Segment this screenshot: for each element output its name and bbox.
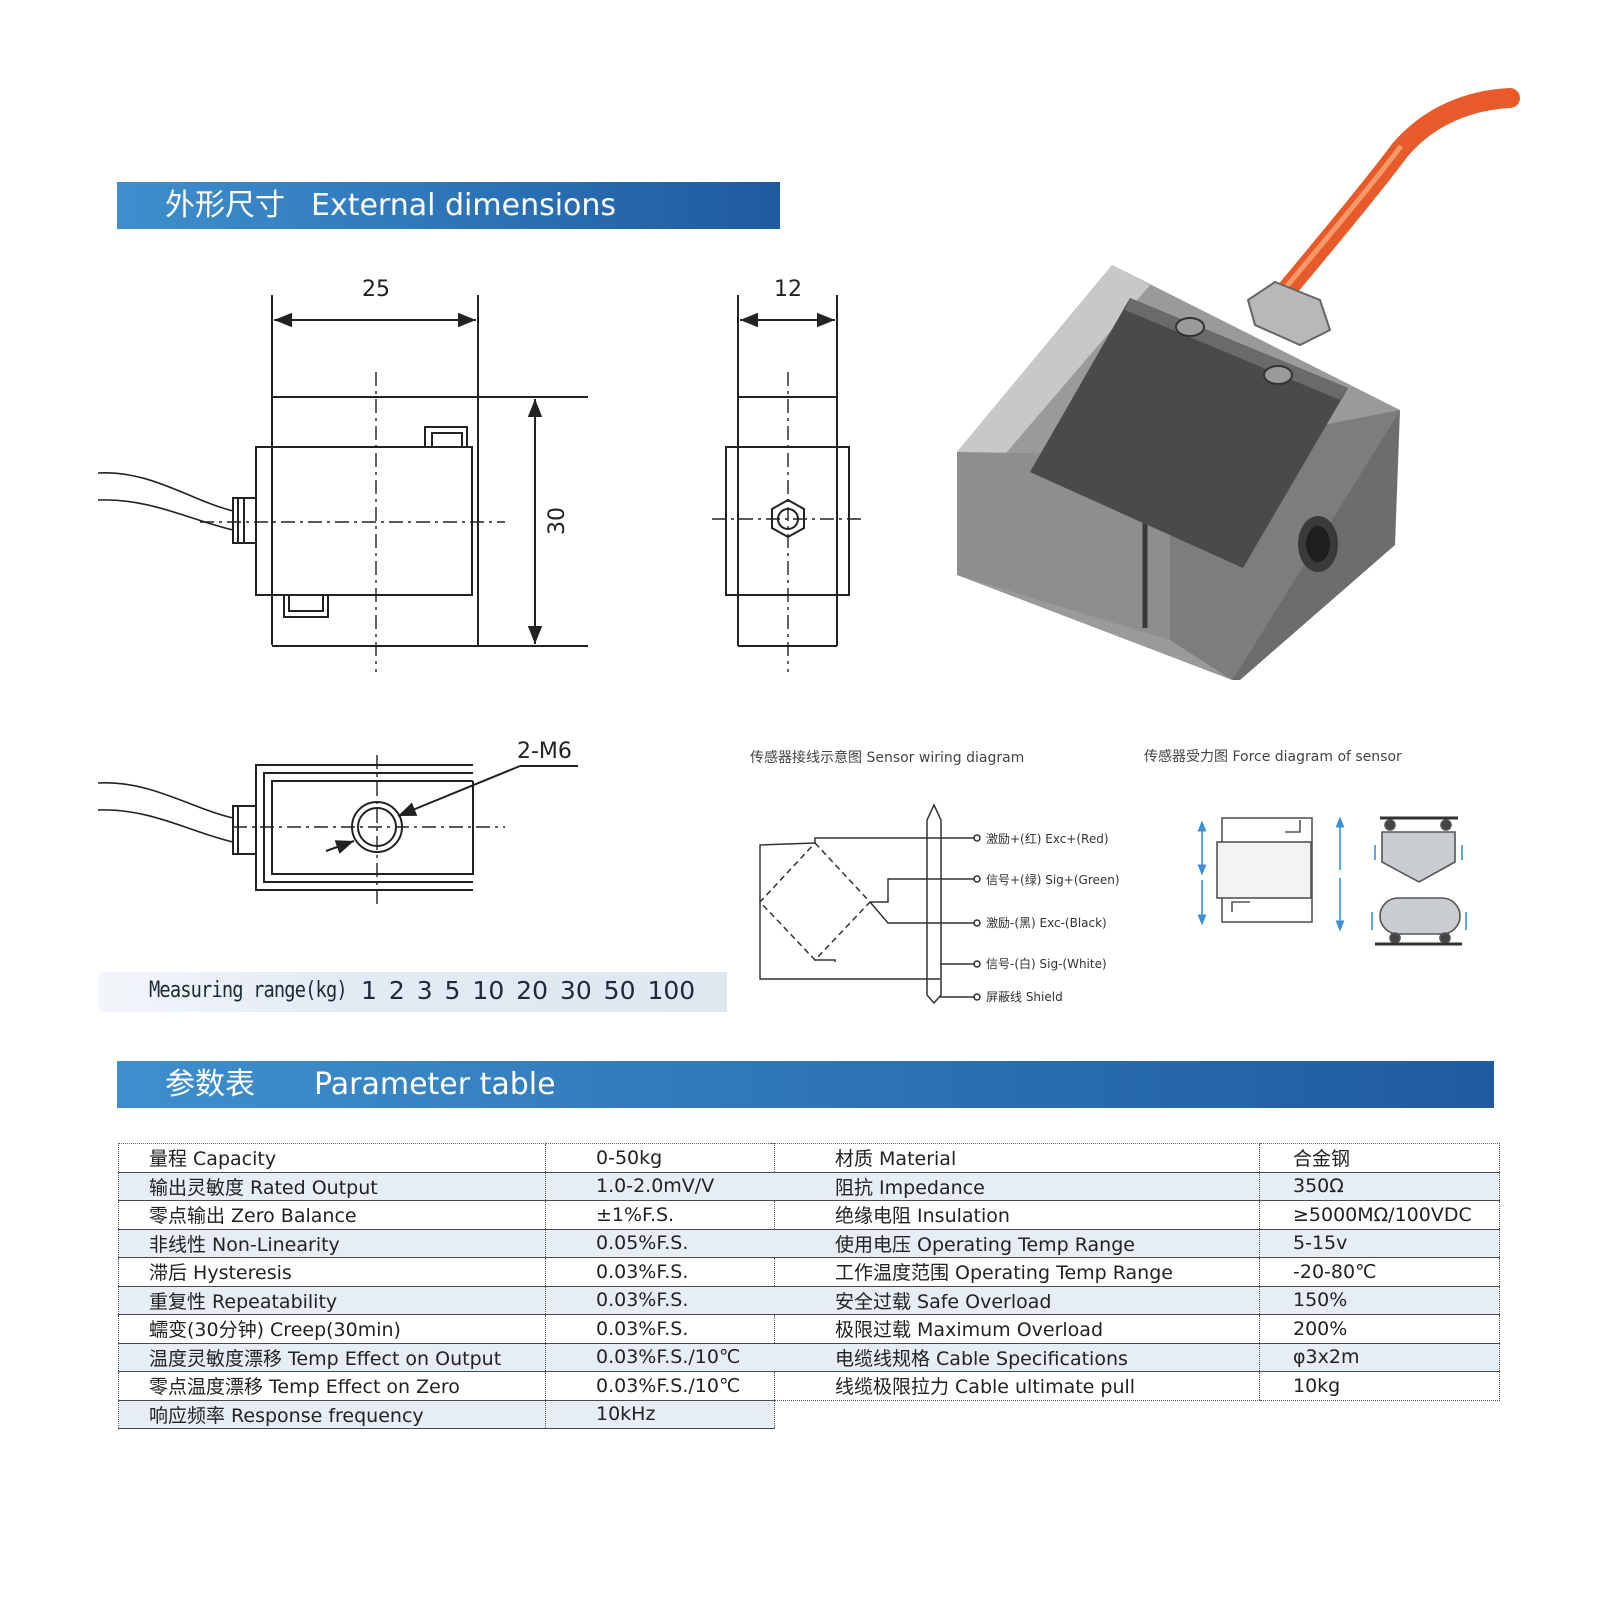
param-value: 5-15v bbox=[1259, 1229, 1500, 1258]
wire-label: 激励+(红) Exc+(Red) bbox=[986, 831, 1109, 846]
measuring-range-strip: Measuring range(kg) 1 2 3 5 10 20 30 50 … bbox=[99, 972, 727, 1012]
force-diagram bbox=[1197, 816, 1467, 946]
width-dimension-label: 25 bbox=[362, 277, 390, 302]
param-name: 极限过载 Maximum Overload bbox=[770, 1314, 1260, 1344]
param-value: 0.03%F.S./10℃ bbox=[545, 1343, 775, 1372]
param-name: 零点温度漂移 Temp Effect on Zero bbox=[118, 1371, 546, 1401]
measuring-range-values: 1 2 3 5 10 20 30 50 100 bbox=[361, 976, 696, 1005]
section-title-cn: 参数表 bbox=[165, 1067, 255, 1102]
table-row: 蠕变(30分钟) Creep(30min)0.03%F.S. bbox=[118, 1314, 775, 1344]
thread-label: 2-M6 bbox=[517, 739, 572, 764]
param-value: 350Ω bbox=[1259, 1172, 1500, 1201]
table-row: 绝缘电阻 Insulation≥5000MΩ/100VDC bbox=[770, 1200, 1500, 1230]
param-name: 零点输出 Zero Balance bbox=[118, 1200, 546, 1230]
wire-label: 信号-(白) Sig-(White) bbox=[986, 956, 1107, 971]
param-name: 量程 Capacity bbox=[118, 1143, 546, 1173]
param-value: φ3x2m bbox=[1259, 1343, 1500, 1372]
wiring-diagram bbox=[758, 803, 981, 1005]
param-name: 工作温度范围 Operating Temp Range bbox=[770, 1257, 1260, 1287]
height-dimension-label: 30 bbox=[545, 507, 570, 535]
param-value: -20-80℃ bbox=[1259, 1257, 1500, 1287]
top-view bbox=[97, 755, 578, 905]
param-value: 150% bbox=[1259, 1286, 1500, 1315]
param-name: 蠕变(30分钟) Creep(30min) bbox=[118, 1314, 546, 1344]
param-name: 非线性 Non-Linearity bbox=[118, 1229, 546, 1258]
param-name: 线缆极限拉力 Cable ultimate pull bbox=[770, 1371, 1260, 1401]
param-name: 安全过载 Safe Overload bbox=[770, 1286, 1260, 1315]
param-value: 200% bbox=[1259, 1314, 1500, 1344]
param-name: 电缆线规格 Cable Specifications bbox=[770, 1343, 1260, 1372]
wiring-diagram-caption: 传感器接线示意图 Sensor wiring diagram bbox=[750, 750, 1025, 766]
param-value: 0-50kg bbox=[545, 1143, 775, 1173]
param-name: 绝缘电阻 Insulation bbox=[770, 1200, 1260, 1230]
param-value: 合金钢 bbox=[1259, 1143, 1500, 1173]
param-name: 使用电压 Operating Temp Range bbox=[770, 1229, 1260, 1258]
section-title-en: Parameter table bbox=[314, 1067, 556, 1102]
param-name: 材质 Material bbox=[770, 1143, 1260, 1173]
force-diagram-caption: 传感器受力图 Force diagram of sensor bbox=[1144, 749, 1402, 765]
param-value: 0.03%F.S./10℃ bbox=[545, 1371, 775, 1401]
param-value: 0.03%F.S. bbox=[545, 1286, 775, 1315]
section-title-en: External dimensions bbox=[311, 188, 617, 223]
param-value: 0.05%F.S. bbox=[545, 1229, 775, 1258]
wire-label: 屏蔽线 Shield bbox=[986, 990, 1063, 1004]
param-value: ±1%F.S. bbox=[545, 1200, 775, 1230]
wire-label: 激励-(黑) Exc-(Black) bbox=[986, 916, 1107, 930]
param-name: 温度灵敏度漂移 Temp Effect on Output bbox=[118, 1343, 546, 1372]
param-name: 响应频率 Response frequency bbox=[118, 1400, 546, 1429]
wire-labels: 激励+(红) Exc+(Red) 信号+(绿) Sig+(Green) 激励-(… bbox=[986, 831, 1120, 1004]
param-value: 0.03%F.S. bbox=[545, 1314, 775, 1344]
param-name: 滞后 Hysteresis bbox=[118, 1257, 546, 1287]
section-title-cn: 外形尺寸 bbox=[165, 188, 285, 223]
param-value: 0.03%F.S. bbox=[545, 1257, 775, 1287]
param-value: 1.0-2.0mV/V bbox=[545, 1172, 775, 1201]
param-value: 10kHz bbox=[545, 1400, 775, 1429]
front-view bbox=[97, 295, 588, 672]
section-banner-parameters: 参数表 Parameter table bbox=[117, 1061, 1494, 1108]
section-banner-dimensions: 外形尺寸 External dimensions bbox=[117, 182, 780, 229]
depth-dimension-label: 12 bbox=[774, 277, 802, 302]
param-value: ≥5000MΩ/100VDC bbox=[1259, 1200, 1500, 1230]
param-name: 输出灵敏度 Rated Output bbox=[118, 1172, 546, 1201]
param-name: 阻抗 Impedance bbox=[770, 1172, 1260, 1201]
param-name: 重复性 Repeatability bbox=[118, 1286, 546, 1315]
param-value: 10kg bbox=[1259, 1371, 1500, 1401]
table-row: 零点输出 Zero Balance±1%F.S. bbox=[118, 1200, 775, 1230]
wire-label: 信号+(绿) Sig+(Green) bbox=[986, 872, 1120, 887]
measuring-range-label: Measuring range(kg) bbox=[149, 978, 348, 1003]
product-photo bbox=[957, 88, 1520, 680]
table-row: 工作温度范围 Operating Temp Range-20-80℃ bbox=[770, 1257, 1500, 1287]
side-view bbox=[712, 295, 864, 672]
